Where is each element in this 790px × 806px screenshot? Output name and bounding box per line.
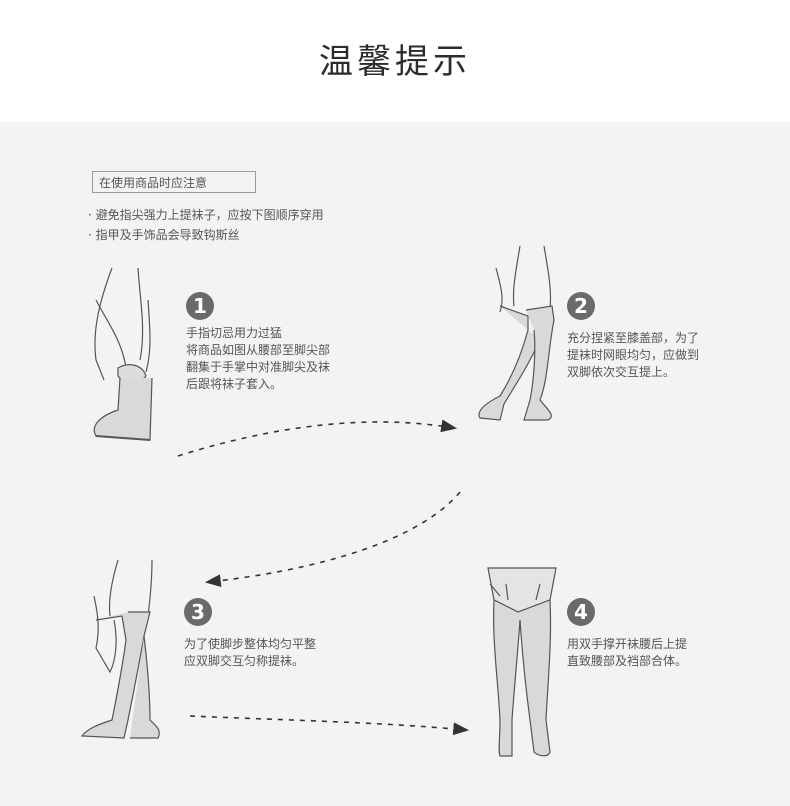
step-line: 翻集于手掌中对准脚尖及袜 (186, 359, 330, 376)
flow-arrow (190, 716, 466, 730)
step2-illustration (479, 246, 554, 420)
step-number-badge: 3 (184, 598, 212, 626)
step-line: 提袜时网眼均匀，应做到 (567, 347, 699, 364)
step-line: 手指切忌用力过猛 (186, 325, 330, 342)
step2-text: 充分捏紧至膝盖部，为了 提袜时网眼均匀，应做到 双脚依次交互提上。 (567, 330, 699, 381)
step3-illustration (82, 560, 159, 738)
step3-text: 为了使脚步整体均匀平整 应双脚交互匀称提袜。 (184, 636, 316, 670)
step1-text: 手指切忌用力过猛 将商品如图从腰部至脚尖部 翻集于手掌中对准脚尖及袜 后跟将袜子… (186, 325, 330, 393)
step-line: 将商品如图从腰部至脚尖部 (186, 342, 330, 359)
step1-illustration (94, 268, 152, 440)
step-line: 后跟将袜子套入。 (186, 376, 330, 393)
step4-illustration (488, 568, 556, 756)
step-line: 直致腰部及裆部合体。 (567, 653, 687, 670)
flow-arrow (208, 492, 460, 582)
step-number-badge: 4 (567, 598, 595, 626)
step-line: 充分捏紧至膝盖部，为了 (567, 330, 699, 347)
step-line: 用双手撑开袜腰后上提 (567, 636, 687, 653)
step-line: 为了使脚步整体均匀平整 (184, 636, 316, 653)
step-number-badge: 2 (567, 292, 595, 320)
step-line: 双脚依次交互提上。 (567, 364, 699, 381)
flow-arrow (178, 422, 454, 456)
step-number-badge: 1 (186, 292, 214, 320)
step4-text: 用双手撑开袜腰后上提 直致腰部及裆部合体。 (567, 636, 687, 670)
step-line: 应双脚交互匀称提袜。 (184, 653, 316, 670)
